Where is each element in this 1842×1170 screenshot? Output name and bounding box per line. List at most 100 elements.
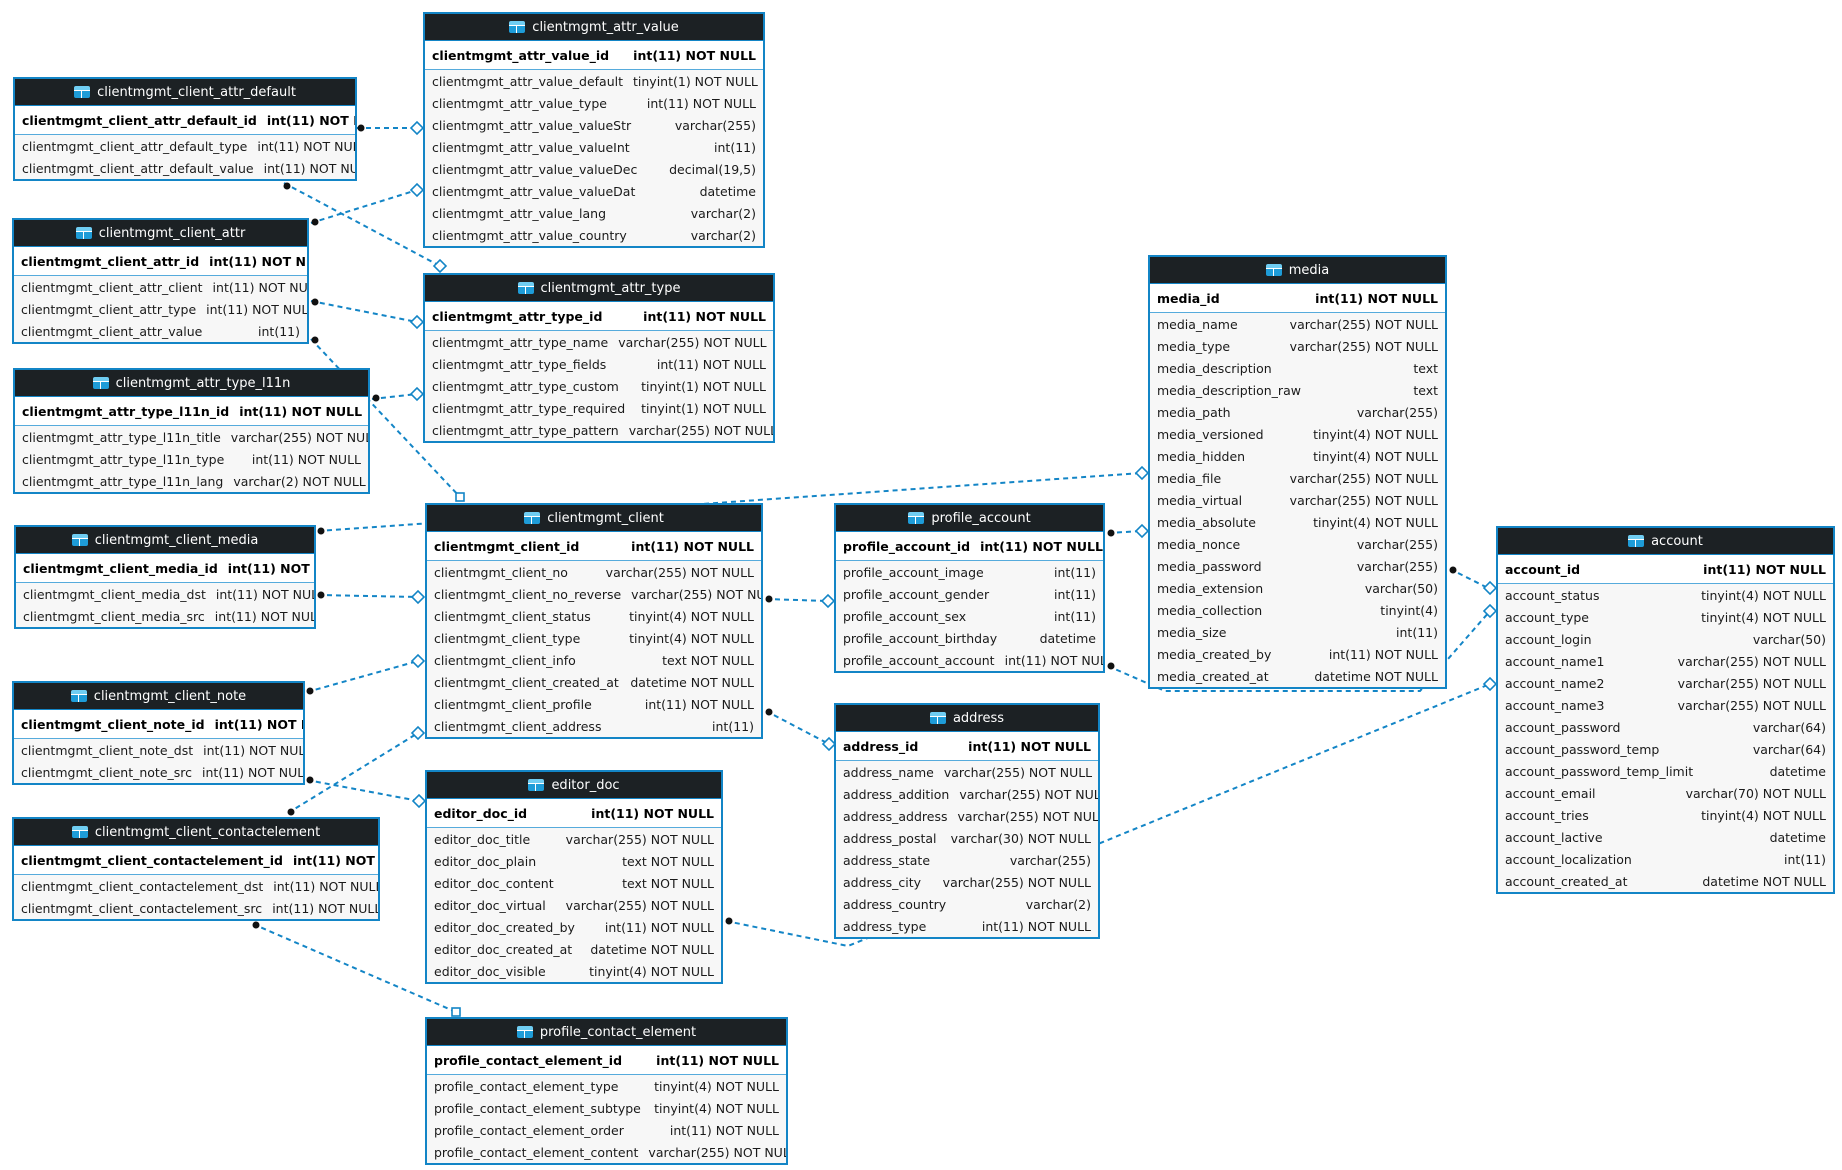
column-row[interactable]: media_path varchar(255) <box>1150 401 1445 423</box>
column-row[interactable]: editor_doc_content text NOT NULL <box>427 872 721 894</box>
relationship-line[interactable] <box>306 660 419 693</box>
column-row[interactable]: profile_contact_element_order int(11) NO… <box>427 1119 786 1141</box>
table-card-editor_doc[interactable]: editor_doc editor_doc_id int(11) NOT NUL… <box>425 770 723 984</box>
column-row[interactable]: address_city varchar(255) NOT NULL <box>836 871 1098 893</box>
table-header[interactable]: profile_contact_element <box>427 1019 786 1046</box>
column-row[interactable]: account_password varchar(64) <box>1498 716 1833 738</box>
table-card-clientmgmt_attr_type_l11n[interactable]: clientmgmt_attr_type_l11n clientmgmt_att… <box>13 368 370 494</box>
column-row[interactable]: clientmgmt_client_contactelement_dst int… <box>14 875 378 897</box>
column-row[interactable]: media_size int(11) <box>1150 621 1445 643</box>
column-row[interactable]: clientmgmt_attr_value_country varchar(2) <box>425 224 763 246</box>
column-row[interactable]: clientmgmt_client_info text NOT NULL <box>427 649 761 671</box>
table-header[interactable]: address <box>836 705 1098 732</box>
column-row[interactable]: account_password_temp_limit datetime <box>1498 760 1833 782</box>
table-header[interactable]: clientmgmt_attr_value <box>425 14 763 41</box>
column-row[interactable]: account_name2 varchar(255) NOT NULL <box>1498 672 1833 694</box>
column-row[interactable]: media_name varchar(255) NOT NULL <box>1150 313 1445 335</box>
column-row[interactable]: profile_account_sex int(11) <box>836 605 1103 627</box>
column-row[interactable]: clientmgmt_client_contactelement_src int… <box>14 897 378 919</box>
table-card-profile_account[interactable]: profile_account profile_account_id int(1… <box>834 503 1105 673</box>
column-row[interactable]: account_password_temp varchar(64) <box>1498 738 1833 760</box>
column-row[interactable]: media_password varchar(255) <box>1150 555 1445 577</box>
table-header[interactable]: account <box>1498 528 1833 555</box>
column-row[interactable]: account_name1 varchar(255) NOT NULL <box>1498 650 1833 672</box>
column-row[interactable]: clientmgmt_attr_value_default tinyint(1)… <box>425 70 763 92</box>
column-row[interactable]: clientmgmt_client_no_reverse varchar(255… <box>427 583 761 605</box>
column-row[interactable]: clientmgmt_attr_type_l11n_title varchar(… <box>15 426 368 448</box>
column-row[interactable]: media_nonce varchar(255) <box>1150 533 1445 555</box>
relationship-line[interactable] <box>306 779 420 802</box>
column-row[interactable]: clientmgmt_attr_value_valueDec decimal(1… <box>425 158 763 180</box>
column-row[interactable]: media_hidden tinyint(4) NOT NULL <box>1150 445 1445 467</box>
primary-key-row[interactable]: clientmgmt_client_attr_default_id int(11… <box>15 106 355 135</box>
column-row[interactable]: clientmgmt_attr_type_name varchar(255) N… <box>425 331 773 353</box>
column-row[interactable]: profile_contact_element_type tinyint(4) … <box>427 1075 786 1097</box>
column-row[interactable]: media_file varchar(255) NOT NULL <box>1150 467 1445 489</box>
column-row[interactable]: media_absolute tinyint(4) NOT NULL <box>1150 511 1445 533</box>
column-row[interactable]: clientmgmt_attr_value_valueDat datetime <box>425 180 763 202</box>
column-row[interactable]: clientmgmt_attr_value_valueInt int(11) <box>425 136 763 158</box>
table-header[interactable]: clientmgmt_client <box>427 505 761 532</box>
relationship-line[interactable] <box>310 338 461 498</box>
column-row[interactable]: clientmgmt_client_media_dst int(11) NOT … <box>16 583 314 605</box>
column-row[interactable]: editor_doc_created_by int(11) NOT NULL <box>427 916 721 938</box>
table-card-clientmgmt_client_attr[interactable]: clientmgmt_client_attr clientmgmt_client… <box>12 218 309 344</box>
column-row[interactable]: clientmgmt_attr_value_type int(11) NOT N… <box>425 92 763 114</box>
primary-key-row[interactable]: clientmgmt_attr_value_id int(11) NOT NUL… <box>425 41 763 70</box>
column-row[interactable]: media_versioned tinyint(4) NOT NULL <box>1150 423 1445 445</box>
table-card-profile_contact_element[interactable]: profile_contact_element profile_contact_… <box>425 1017 788 1165</box>
column-row[interactable]: clientmgmt_client_media_src int(11) NOT … <box>16 605 314 627</box>
column-row[interactable]: account_status tinyint(4) NOT NULL <box>1498 584 1833 606</box>
column-row[interactable]: address_postal varchar(30) NOT NULL <box>836 827 1098 849</box>
column-row[interactable]: clientmgmt_client_attr_default_value int… <box>15 157 355 179</box>
column-row[interactable]: clientmgmt_client_attr_default_type int(… <box>15 135 355 157</box>
table-header[interactable]: media <box>1150 257 1445 284</box>
relationship-line[interactable] <box>1449 568 1491 590</box>
column-row[interactable]: profile_account_account int(11) NOT NULL <box>836 649 1103 671</box>
relationship-line[interactable] <box>317 594 419 598</box>
column-row[interactable]: account_email varchar(70) NOT NULL <box>1498 782 1833 804</box>
primary-key-row[interactable]: clientmgmt_attr_type_l11n_id int(11) NOT… <box>15 397 368 426</box>
column-row[interactable]: clientmgmt_client_note_src int(11) NOT N… <box>14 761 303 783</box>
column-row[interactable]: profile_contact_element_content varchar(… <box>427 1141 786 1163</box>
column-row[interactable]: clientmgmt_attr_type_required tinyint(1)… <box>425 397 773 419</box>
column-row[interactable]: editor_doc_plain text NOT NULL <box>427 850 721 872</box>
column-row[interactable]: editor_doc_virtual varchar(255) NOT NULL <box>427 894 721 916</box>
column-row[interactable]: media_virtual varchar(255) NOT NULL <box>1150 489 1445 511</box>
column-row[interactable]: editor_doc_visible tinyint(4) NOT NULL <box>427 960 721 982</box>
table-header[interactable]: clientmgmt_client_contactelement <box>14 819 378 846</box>
column-row[interactable]: clientmgmt_client_attr_client int(11) NO… <box>14 276 307 298</box>
relationship-line[interactable] <box>1107 610 1491 692</box>
column-row[interactable]: clientmgmt_attr_type_l11n_type int(11) N… <box>15 448 368 470</box>
column-row[interactable]: account_lactive datetime <box>1498 826 1833 848</box>
relationship-line[interactable] <box>765 710 830 745</box>
table-card-clientmgmt_attr_value[interactable]: clientmgmt_attr_value clientmgmt_attr_va… <box>423 12 765 248</box>
primary-key-row[interactable]: clientmgmt_client_contactelement_id int(… <box>14 846 378 875</box>
column-row[interactable]: editor_doc_created_at datetime NOT NULL <box>427 938 721 960</box>
relationship-line[interactable] <box>765 598 829 602</box>
table-card-clientmgmt_client_note[interactable]: clientmgmt_client_note clientmgmt_client… <box>12 681 305 785</box>
table-header[interactable]: clientmgmt_attr_type <box>425 275 773 302</box>
relationship-line[interactable] <box>310 300 418 323</box>
column-row[interactable]: clientmgmt_client_type tinyint(4) NOT NU… <box>427 627 761 649</box>
primary-key-row[interactable]: media_id int(11) NOT NULL <box>1150 284 1445 313</box>
column-row[interactable]: media_description_raw text <box>1150 379 1445 401</box>
column-row[interactable]: profile_account_gender int(11) <box>836 583 1103 605</box>
table-header[interactable]: clientmgmt_client_note <box>14 683 303 710</box>
relationship-line[interactable] <box>725 683 1491 948</box>
column-row[interactable]: profile_contact_element_subtype tinyint(… <box>427 1097 786 1119</box>
table-card-address[interactable]: address address_id int(11) NOT NULL addr… <box>834 703 1100 939</box>
table-header[interactable]: clientmgmt_client_attr_default <box>15 79 355 106</box>
primary-key-row[interactable]: profile_account_id int(11) NOT NULL <box>836 532 1103 561</box>
relationship-line[interactable] <box>287 732 419 814</box>
column-row[interactable]: media_created_at datetime NOT NULL <box>1150 665 1445 687</box>
column-row[interactable]: clientmgmt_client_status tinyint(4) NOT … <box>427 605 761 627</box>
column-row[interactable]: address_addition varchar(255) NOT NULL <box>836 783 1098 805</box>
column-row[interactable]: account_name3 varchar(255) NOT NULL <box>1498 694 1833 716</box>
column-row[interactable]: media_type varchar(255) NOT NULL <box>1150 335 1445 357</box>
column-row[interactable]: clientmgmt_client_attr_type int(11) NOT … <box>14 298 307 320</box>
column-row[interactable]: address_type int(11) NOT NULL <box>836 915 1098 937</box>
table-card-clientmgmt_attr_type[interactable]: clientmgmt_attr_type clientmgmt_attr_typ… <box>423 273 775 443</box>
table-header[interactable]: clientmgmt_client_attr <box>14 220 307 247</box>
